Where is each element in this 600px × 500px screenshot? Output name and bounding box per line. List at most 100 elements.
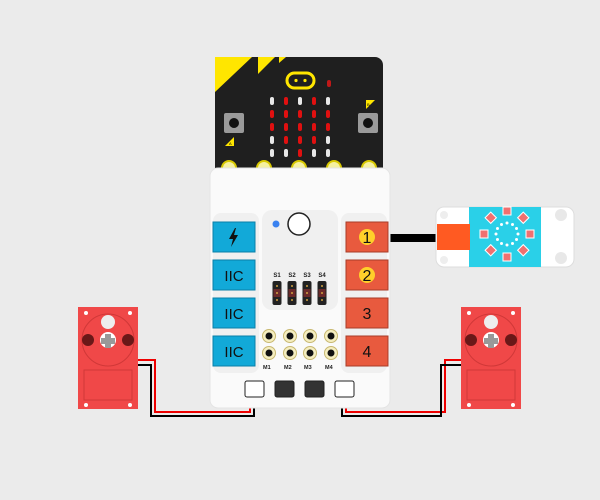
servo-left bbox=[78, 307, 138, 409]
cross-icon bbox=[101, 334, 115, 348]
button-a-label: A bbox=[229, 141, 232, 146]
servo-gear bbox=[101, 315, 115, 329]
led bbox=[284, 149, 288, 157]
screw-hole bbox=[84, 311, 88, 315]
led bbox=[312, 136, 316, 144]
terminal-hole bbox=[265, 332, 273, 340]
header-pin bbox=[276, 299, 278, 301]
servo-header-label: S2 bbox=[288, 273, 296, 279]
rgb-led-module bbox=[435, 206, 575, 268]
rgb-led bbox=[516, 243, 530, 257]
led-dot bbox=[495, 227, 499, 230]
port-number-badge bbox=[359, 267, 375, 283]
terminal-hole bbox=[286, 332, 294, 340]
led-dot bbox=[511, 242, 514, 246]
rgb-led bbox=[525, 229, 535, 239]
terminal-hole bbox=[265, 349, 273, 357]
servo-gear bbox=[484, 315, 498, 329]
mount-hole bbox=[465, 334, 477, 346]
port-left-label: IIC bbox=[224, 344, 243, 361]
led bbox=[284, 97, 288, 105]
led-dot bbox=[515, 227, 519, 230]
microphone-icon bbox=[327, 80, 331, 87]
led-dot bbox=[494, 232, 498, 236]
port-left[interactable] bbox=[212, 335, 256, 367]
screw-hole bbox=[128, 311, 132, 315]
motor-label: M2 bbox=[284, 365, 292, 371]
led bbox=[312, 97, 316, 105]
terminal-hole bbox=[286, 349, 294, 357]
motor-label: M3 bbox=[304, 365, 312, 371]
screw-hole bbox=[128, 403, 132, 407]
terminal-hole bbox=[327, 349, 335, 357]
servo-right bbox=[461, 307, 521, 409]
header-pin bbox=[321, 299, 323, 301]
port-left-label: IIC bbox=[224, 306, 243, 323]
led-dot bbox=[515, 238, 519, 241]
led bbox=[298, 110, 302, 118]
bottom-connector[interactable] bbox=[304, 380, 325, 398]
screw-hole bbox=[467, 311, 471, 315]
rgb-led bbox=[502, 252, 512, 262]
rgb-led bbox=[479, 229, 489, 239]
rgb-cable bbox=[388, 234, 438, 242]
port-left[interactable] bbox=[212, 297, 256, 329]
port-right[interactable] bbox=[345, 297, 389, 329]
screw-hole bbox=[84, 403, 88, 407]
mount-hole bbox=[82, 334, 94, 346]
header-pin bbox=[276, 285, 278, 287]
led bbox=[270, 149, 274, 157]
header-pin bbox=[291, 285, 293, 287]
port-left[interactable] bbox=[212, 259, 256, 291]
led bbox=[270, 136, 274, 144]
led bbox=[326, 123, 330, 131]
header-pin bbox=[306, 285, 308, 287]
led-dot bbox=[500, 222, 503, 226]
motor-label: M1 bbox=[263, 365, 271, 371]
logo-touch[interactable] bbox=[285, 71, 316, 90]
mount-hole bbox=[122, 334, 134, 346]
bottom-connector[interactable] bbox=[274, 380, 295, 398]
rgb-led bbox=[502, 206, 512, 216]
cross-icon bbox=[484, 334, 498, 348]
port-right[interactable] bbox=[345, 335, 389, 367]
servo-header-label: S4 bbox=[318, 273, 326, 279]
header-pin bbox=[276, 292, 278, 294]
led bbox=[312, 149, 316, 157]
power-icon bbox=[229, 228, 238, 247]
bottom-connector[interactable] bbox=[334, 380, 355, 398]
led bbox=[326, 97, 330, 105]
terminal-hole bbox=[306, 332, 314, 340]
led bbox=[312, 123, 316, 131]
screw-hole bbox=[511, 311, 515, 315]
led-dot bbox=[505, 221, 509, 225]
led bbox=[270, 123, 274, 131]
led bbox=[284, 110, 288, 118]
led bbox=[326, 110, 330, 118]
led bbox=[298, 123, 302, 131]
led-dot bbox=[516, 232, 520, 236]
led bbox=[270, 110, 274, 118]
led bbox=[298, 136, 302, 144]
header-pin bbox=[321, 285, 323, 287]
led bbox=[284, 123, 288, 131]
power-led bbox=[272, 220, 280, 228]
led-dot bbox=[511, 222, 514, 226]
rgb-led bbox=[484, 243, 498, 257]
rgb-led bbox=[484, 211, 498, 225]
rgb-connector bbox=[437, 224, 470, 250]
screw-hole bbox=[511, 403, 515, 407]
bottom-connector[interactable] bbox=[244, 380, 265, 398]
led bbox=[326, 149, 330, 157]
led-dot bbox=[495, 238, 499, 241]
terminal-hole bbox=[306, 349, 314, 357]
servo-panel bbox=[83, 369, 133, 401]
port-right-label: 1 bbox=[363, 230, 372, 247]
header-pin bbox=[306, 292, 308, 294]
servo-header-label: S3 bbox=[303, 273, 311, 279]
led bbox=[284, 136, 288, 144]
port-number-badge bbox=[359, 229, 375, 245]
